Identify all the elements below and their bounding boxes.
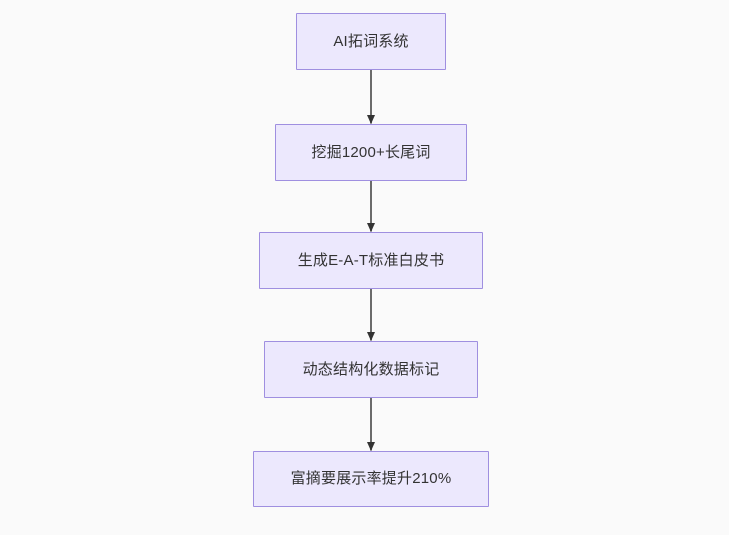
flowchart-node-mine-longtail-keywords[interactable]: 挖掘1200+长尾词 xyxy=(275,124,467,181)
node-label: AI拓词系统 xyxy=(333,32,409,50)
flowchart-node-generate-eat-whitepaper[interactable]: 生成E-A-T标准白皮书 xyxy=(259,232,483,289)
node-label: 挖掘1200+长尾词 xyxy=(311,143,431,161)
node-label: 生成E-A-T标准白皮书 xyxy=(297,251,445,269)
node-label: 动态结构化数据标记 xyxy=(302,360,440,378)
flowchart-node-rich-snippet-rate-increase[interactable]: 富摘要展示率提升210% xyxy=(253,451,489,507)
flowchart-node-ai-keyword-system[interactable]: AI拓词系统 xyxy=(296,13,446,70)
node-label: 富摘要展示率提升210% xyxy=(290,470,452,487)
flowchart-node-dynamic-structured-data-markup[interactable]: 动态结构化数据标记 xyxy=(264,341,478,398)
